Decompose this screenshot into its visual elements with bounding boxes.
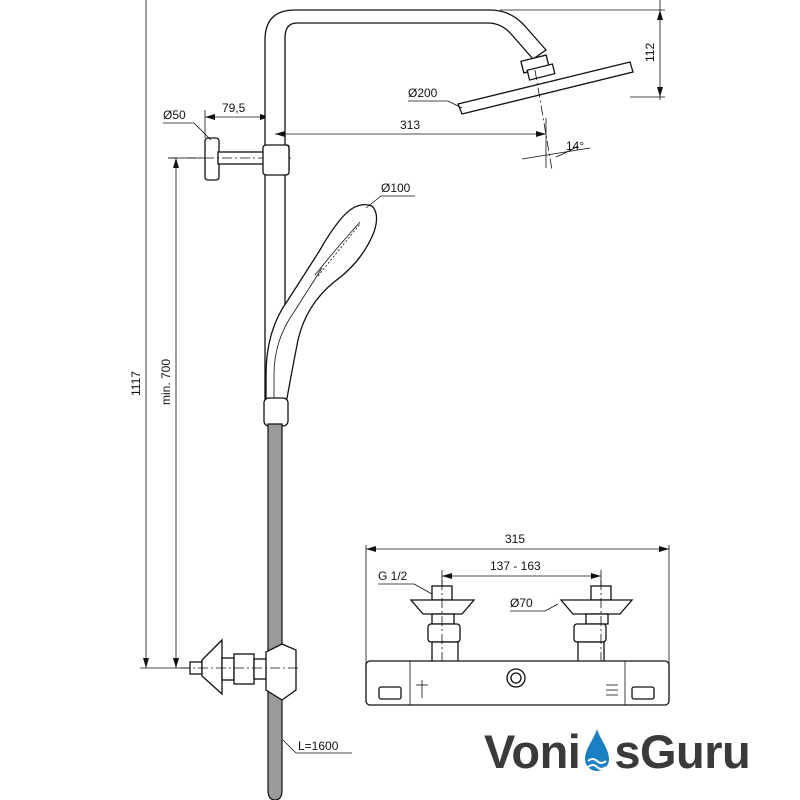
side-mixer-connection [180, 638, 300, 701]
escutcheon-diameter-label: Ø70 [510, 596, 533, 610]
arm-reach-label: 313 [400, 118, 420, 132]
overhead-shower [457, 54, 634, 171]
tilt-angle-label: 14° [566, 139, 584, 153]
thermostatic-mixer-front: 315 137 - 163 G 1/2 Ø70 [365, 532, 670, 706]
hand-shower [263, 203, 378, 427]
mixer-width-label: 315 [505, 532, 525, 546]
shower-hose [267, 423, 283, 800]
min-height-dimension: min. 700 [159, 157, 210, 668]
head-diameter-callout: Ø200 [408, 86, 463, 109]
min-height-label: min. 700 [159, 359, 173, 405]
brand-text-1: Voni [484, 725, 581, 778]
brand-logo: Voni sGuru [484, 724, 751, 780]
hose-length-label: L=1600 [298, 739, 339, 753]
flange-diameter-label: Ø50 [163, 108, 186, 122]
shower-riser [262, 9, 547, 421]
water-drop-icon [585, 729, 610, 771]
total-height-label: 1117 [129, 371, 143, 396]
head-drop-dimension: 112 [500, 0, 665, 100]
hand-shower-diameter-label: Ø100 [381, 181, 411, 195]
hose-length-callout: L=1600 [282, 739, 352, 754]
head-drop-label: 112 [643, 43, 657, 62]
arm-reach-dimension: 313 [275, 118, 546, 137]
total-height-dimension: 1117 [129, 0, 215, 669]
tilt-angle-callout: 14° [555, 139, 584, 158]
inlet-spacing-label: 137 - 163 [490, 559, 541, 573]
hand-shower-diameter-callout: Ø100 [365, 181, 415, 209]
head-diameter-label: Ø200 [408, 86, 438, 100]
thread-label: G 1/2 [378, 569, 408, 583]
brand-text-2: sGuru [614, 725, 751, 778]
wall-offset-label: 79,5 [222, 101, 246, 115]
